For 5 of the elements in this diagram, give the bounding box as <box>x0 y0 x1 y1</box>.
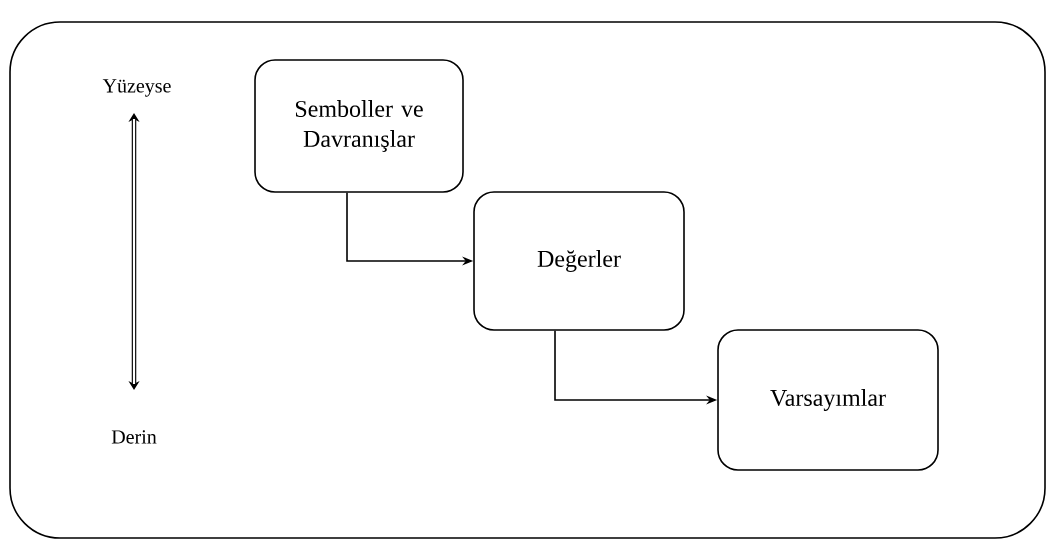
scale-label: Derin <box>111 430 157 444</box>
process-box: Semboller ve Davranışlar <box>254 59 464 193</box>
scale-label: Yüzeyse <box>102 79 171 97</box>
process-box: Değerler <box>473 191 685 331</box>
process-box: Varsayımlar <box>717 329 939 471</box>
